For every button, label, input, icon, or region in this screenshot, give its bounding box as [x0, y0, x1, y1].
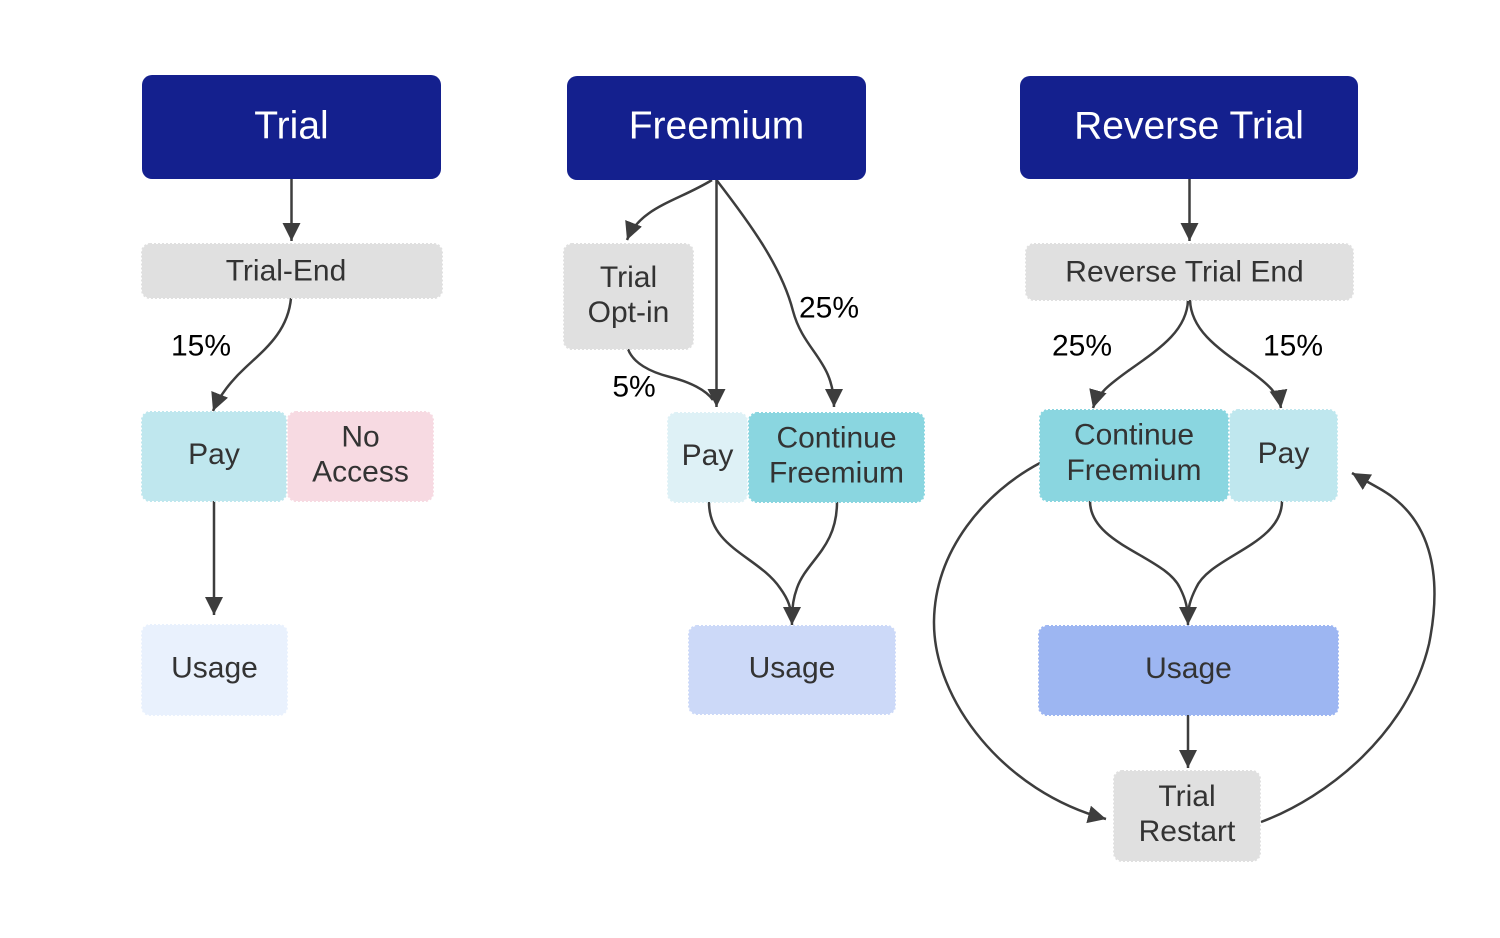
svg-text:Continue: Continue [1074, 419, 1194, 452]
svg-text:Access: Access [312, 456, 409, 489]
svg-text:Freemium: Freemium [769, 457, 904, 490]
svg-text:Freemium: Freemium [629, 105, 805, 148]
svg-text:Usage: Usage [749, 652, 836, 685]
svg-text:Pay: Pay [188, 438, 240, 471]
svg-text:Restart: Restart [1139, 815, 1236, 848]
svg-text:Pay: Pay [682, 439, 734, 472]
svg-text:5%: 5% [612, 371, 655, 404]
svg-text:25%: 25% [1052, 330, 1112, 363]
svg-text:Opt-in: Opt-in [588, 296, 670, 329]
svg-text:Continue: Continue [776, 422, 896, 455]
svg-text:Reverse Trial: Reverse Trial [1074, 105, 1304, 148]
svg-text:Usage: Usage [1145, 652, 1232, 685]
svg-text:No: No [341, 421, 379, 454]
svg-text:Trial: Trial [600, 261, 657, 294]
svg-text:15%: 15% [171, 330, 231, 363]
svg-text:Pay: Pay [1258, 437, 1310, 470]
svg-text:Freemium: Freemium [1066, 454, 1201, 487]
svg-text:Reverse Trial End: Reverse Trial End [1065, 256, 1303, 289]
svg-text:Trial-End: Trial-End [226, 255, 347, 288]
svg-text:Usage: Usage [171, 652, 258, 685]
svg-text:Trial: Trial [1158, 780, 1215, 813]
svg-text:25%: 25% [799, 292, 859, 325]
svg-text:Trial: Trial [254, 105, 328, 148]
svg-text:15%: 15% [1263, 330, 1323, 363]
